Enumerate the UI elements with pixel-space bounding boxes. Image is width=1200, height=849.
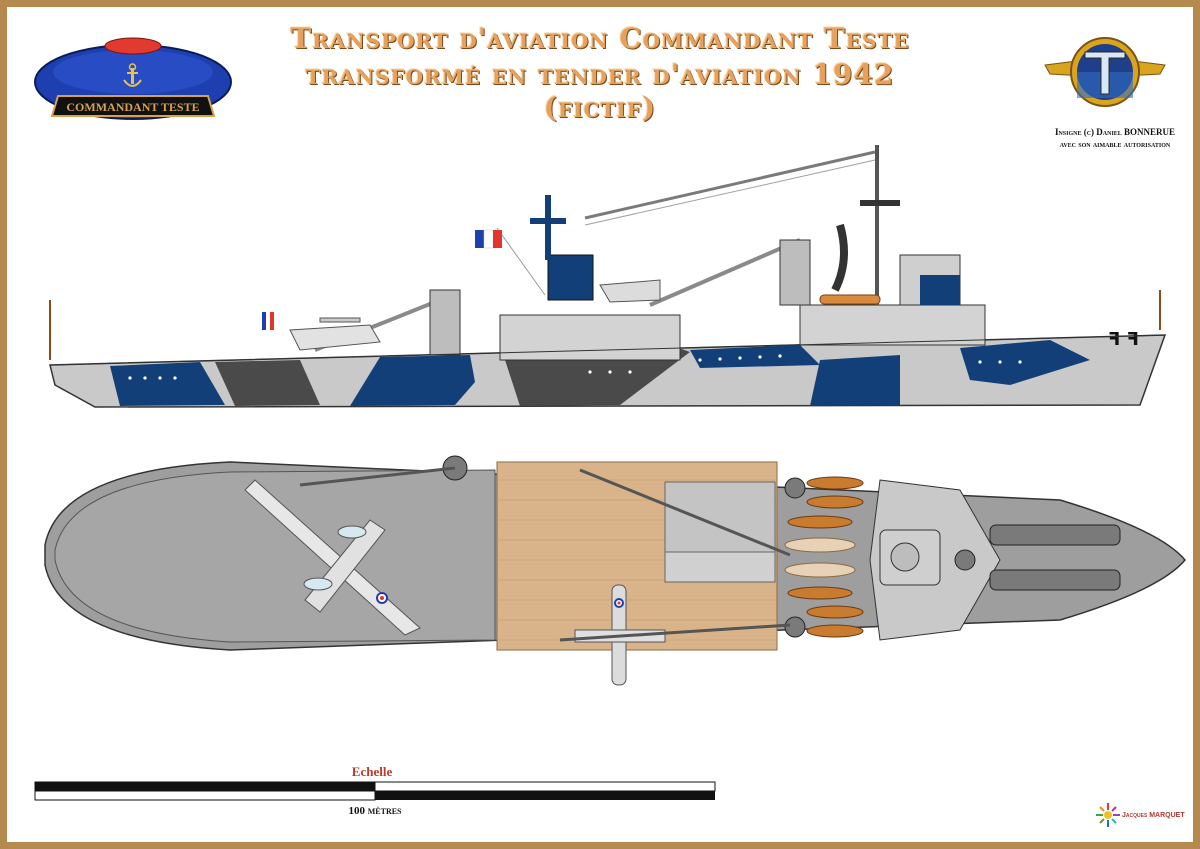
scale-bar xyxy=(34,781,716,801)
scale-label: 100 mètres xyxy=(348,805,402,817)
author-name: Jacques MARQUET xyxy=(1122,812,1185,819)
svg-text:ꟻ ꟻ: ꟻ ꟻ xyxy=(1108,329,1139,350)
ship-side-view: ꟻ ꟻ xyxy=(49,145,1167,408)
page-title-line2: transformé en tender d'aviation 1942 (fi… xyxy=(305,58,895,124)
commandant-teste-badge: COMMANDANT TESTE xyxy=(34,37,232,120)
badge-text: COMMANDANT TESTE xyxy=(66,100,199,114)
anchor-icon xyxy=(123,63,142,87)
sun-logo-icon xyxy=(1096,803,1120,827)
insigne-credit-line2: avec son aimable autorisation xyxy=(1059,139,1171,149)
insigne-credit: Insigne (c) Daniel BONNERUE avec son aim… xyxy=(1030,126,1200,150)
scale-title: Echelle xyxy=(351,764,393,779)
page-title-line1: Transport d'aviation Commandant Teste xyxy=(290,22,910,55)
aviation-insigne xyxy=(1044,37,1166,107)
top-view-seaplane-large xyxy=(244,479,421,636)
ship-top-view xyxy=(44,455,1186,686)
insigne-credit-line1: Insigne (c) Daniel BONNERUE xyxy=(1054,127,1176,137)
